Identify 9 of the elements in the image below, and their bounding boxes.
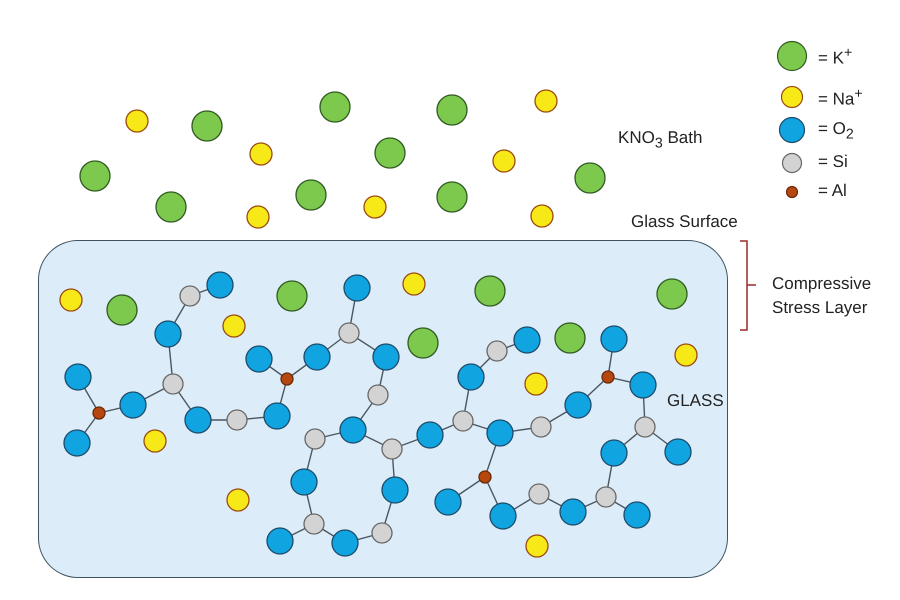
legend-text: = Si (818, 152, 848, 172)
legend-text: = O$_{2}$ (818, 119, 854, 144)
stress-layer-label: Compressive Stress Layer (772, 273, 872, 319)
bath-label: KNO$_{3}$ Bath (618, 128, 702, 152)
legend-text: = Na$^{+}$ (818, 86, 863, 110)
surface-label: Glass Surface (631, 212, 738, 232)
legend-text: = K$^{+}$ (818, 45, 852, 70)
glass-label: GLASS (667, 391, 724, 412)
legend-text: = Al (818, 181, 847, 202)
